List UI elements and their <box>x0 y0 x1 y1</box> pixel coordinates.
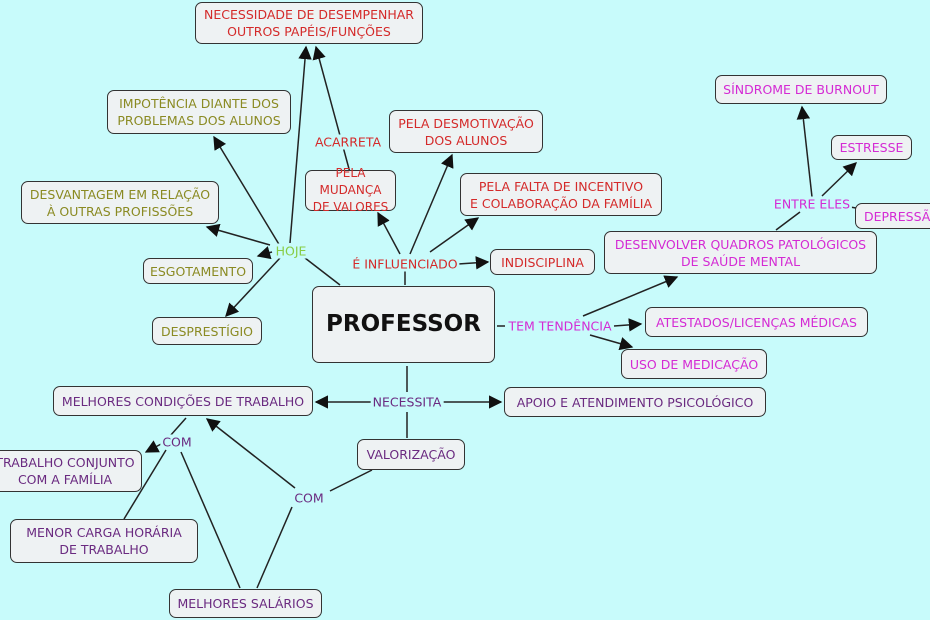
arrow-connector <box>589 334 634 351</box>
link-influenciado: É INFLUENCIADO <box>350 256 460 272</box>
node-mudanca[interactable]: PELA MUDANÇA DE VALORES <box>305 166 396 214</box>
arrow-connector <box>582 275 679 317</box>
arrow-connector <box>205 418 296 489</box>
node-professor[interactable]: PROFESSOR <box>312 286 495 363</box>
arrow-connector <box>256 246 273 260</box>
node-falta[interactable]: PELA FALTA DE INCENTIVO E COLABORAÇÃO DA… <box>460 173 662 216</box>
link-com-1: COM <box>160 434 194 450</box>
line-connector <box>256 506 293 589</box>
arrow-connector <box>225 257 281 317</box>
arrow-connector <box>457 256 490 270</box>
link-acarreta: ACARRETA <box>312 134 384 150</box>
arrow-connector <box>205 223 271 246</box>
node-impotencia[interactable]: IMPOTÊNCIA DIANTE DOS PROBLEMAS DOS ALUN… <box>107 90 291 134</box>
node-valorizacao[interactable]: VALORIZAÇÃO <box>357 439 465 470</box>
node-apoio[interactable]: APOIO E ATENDIMENTO PSICOLÓGICO <box>504 387 766 417</box>
node-trabalho-conjunto[interactable]: TRABALHO CONJUNTO COM A FAMÍLIA <box>0 450 142 492</box>
link-com-2: COM <box>292 490 326 506</box>
arrow-connector <box>821 162 857 197</box>
node-desprestigio[interactable]: DESPRESTÍGIO <box>152 317 262 345</box>
arrow-connector <box>377 211 401 255</box>
arrow-connector <box>312 45 356 192</box>
node-condicoes[interactable]: MELHORES CONDIÇÕES DE TRABALHO <box>53 386 313 416</box>
node-estresse[interactable]: ESTRESSE <box>831 135 912 160</box>
line-connector <box>180 451 241 589</box>
node-depressao[interactable]: DEPRESSÃO <box>855 203 930 229</box>
node-atestados[interactable]: ATESTADOS/LICENÇAS MÉDICAS <box>645 307 868 337</box>
node-indisciplina[interactable]: INDISCIPLINA <box>490 249 595 275</box>
arrow-connector <box>429 217 480 253</box>
link-necessita: NECESSITA <box>370 394 444 410</box>
node-quadros[interactable]: DESENVOLVER QUADROS PATOLÓGICOS DE SAÚDE… <box>604 231 877 274</box>
arrow-connector <box>289 45 312 244</box>
link-hoje: HOJE <box>273 243 309 259</box>
line-connector <box>123 449 167 520</box>
node-desvantagem[interactable]: DESVANTAGEM EM RELAÇÃO À OUTRAS PROFISSÕ… <box>21 181 219 224</box>
node-esgotamento[interactable]: ESGOTAMENTO <box>143 258 253 284</box>
node-carga-horaria[interactable]: MENOR CARGA HORÁRIA DE TRABALHO <box>10 519 198 563</box>
arrow-connector <box>613 318 643 332</box>
node-salarios[interactable]: MELHORES SALÁRIOS <box>169 589 322 618</box>
arrow-connector <box>213 135 281 247</box>
link-entre-eles: ENTRE ELES <box>771 196 853 212</box>
node-necessidade[interactable]: NECESSIDADE DE DESEMPENHAR OUTROS PAPÉIS… <box>195 2 423 44</box>
arrow-connector <box>796 105 813 198</box>
line-connector <box>304 257 341 286</box>
node-medicacao[interactable]: USO DE MEDICAÇÃO <box>621 349 767 379</box>
line-connector <box>775 211 801 231</box>
arrow-connector <box>144 440 164 453</box>
arrow-connector <box>409 153 454 255</box>
link-tendencia: TEM TENDÊNCIA <box>506 318 614 334</box>
line-connector <box>169 417 187 437</box>
line-connector <box>329 469 373 492</box>
node-desmotivacao[interactable]: PELA DESMOTIVAÇÃO DOS ALUNOS <box>389 110 543 153</box>
node-burnout[interactable]: SÍNDROME DE BURNOUT <box>715 75 887 104</box>
